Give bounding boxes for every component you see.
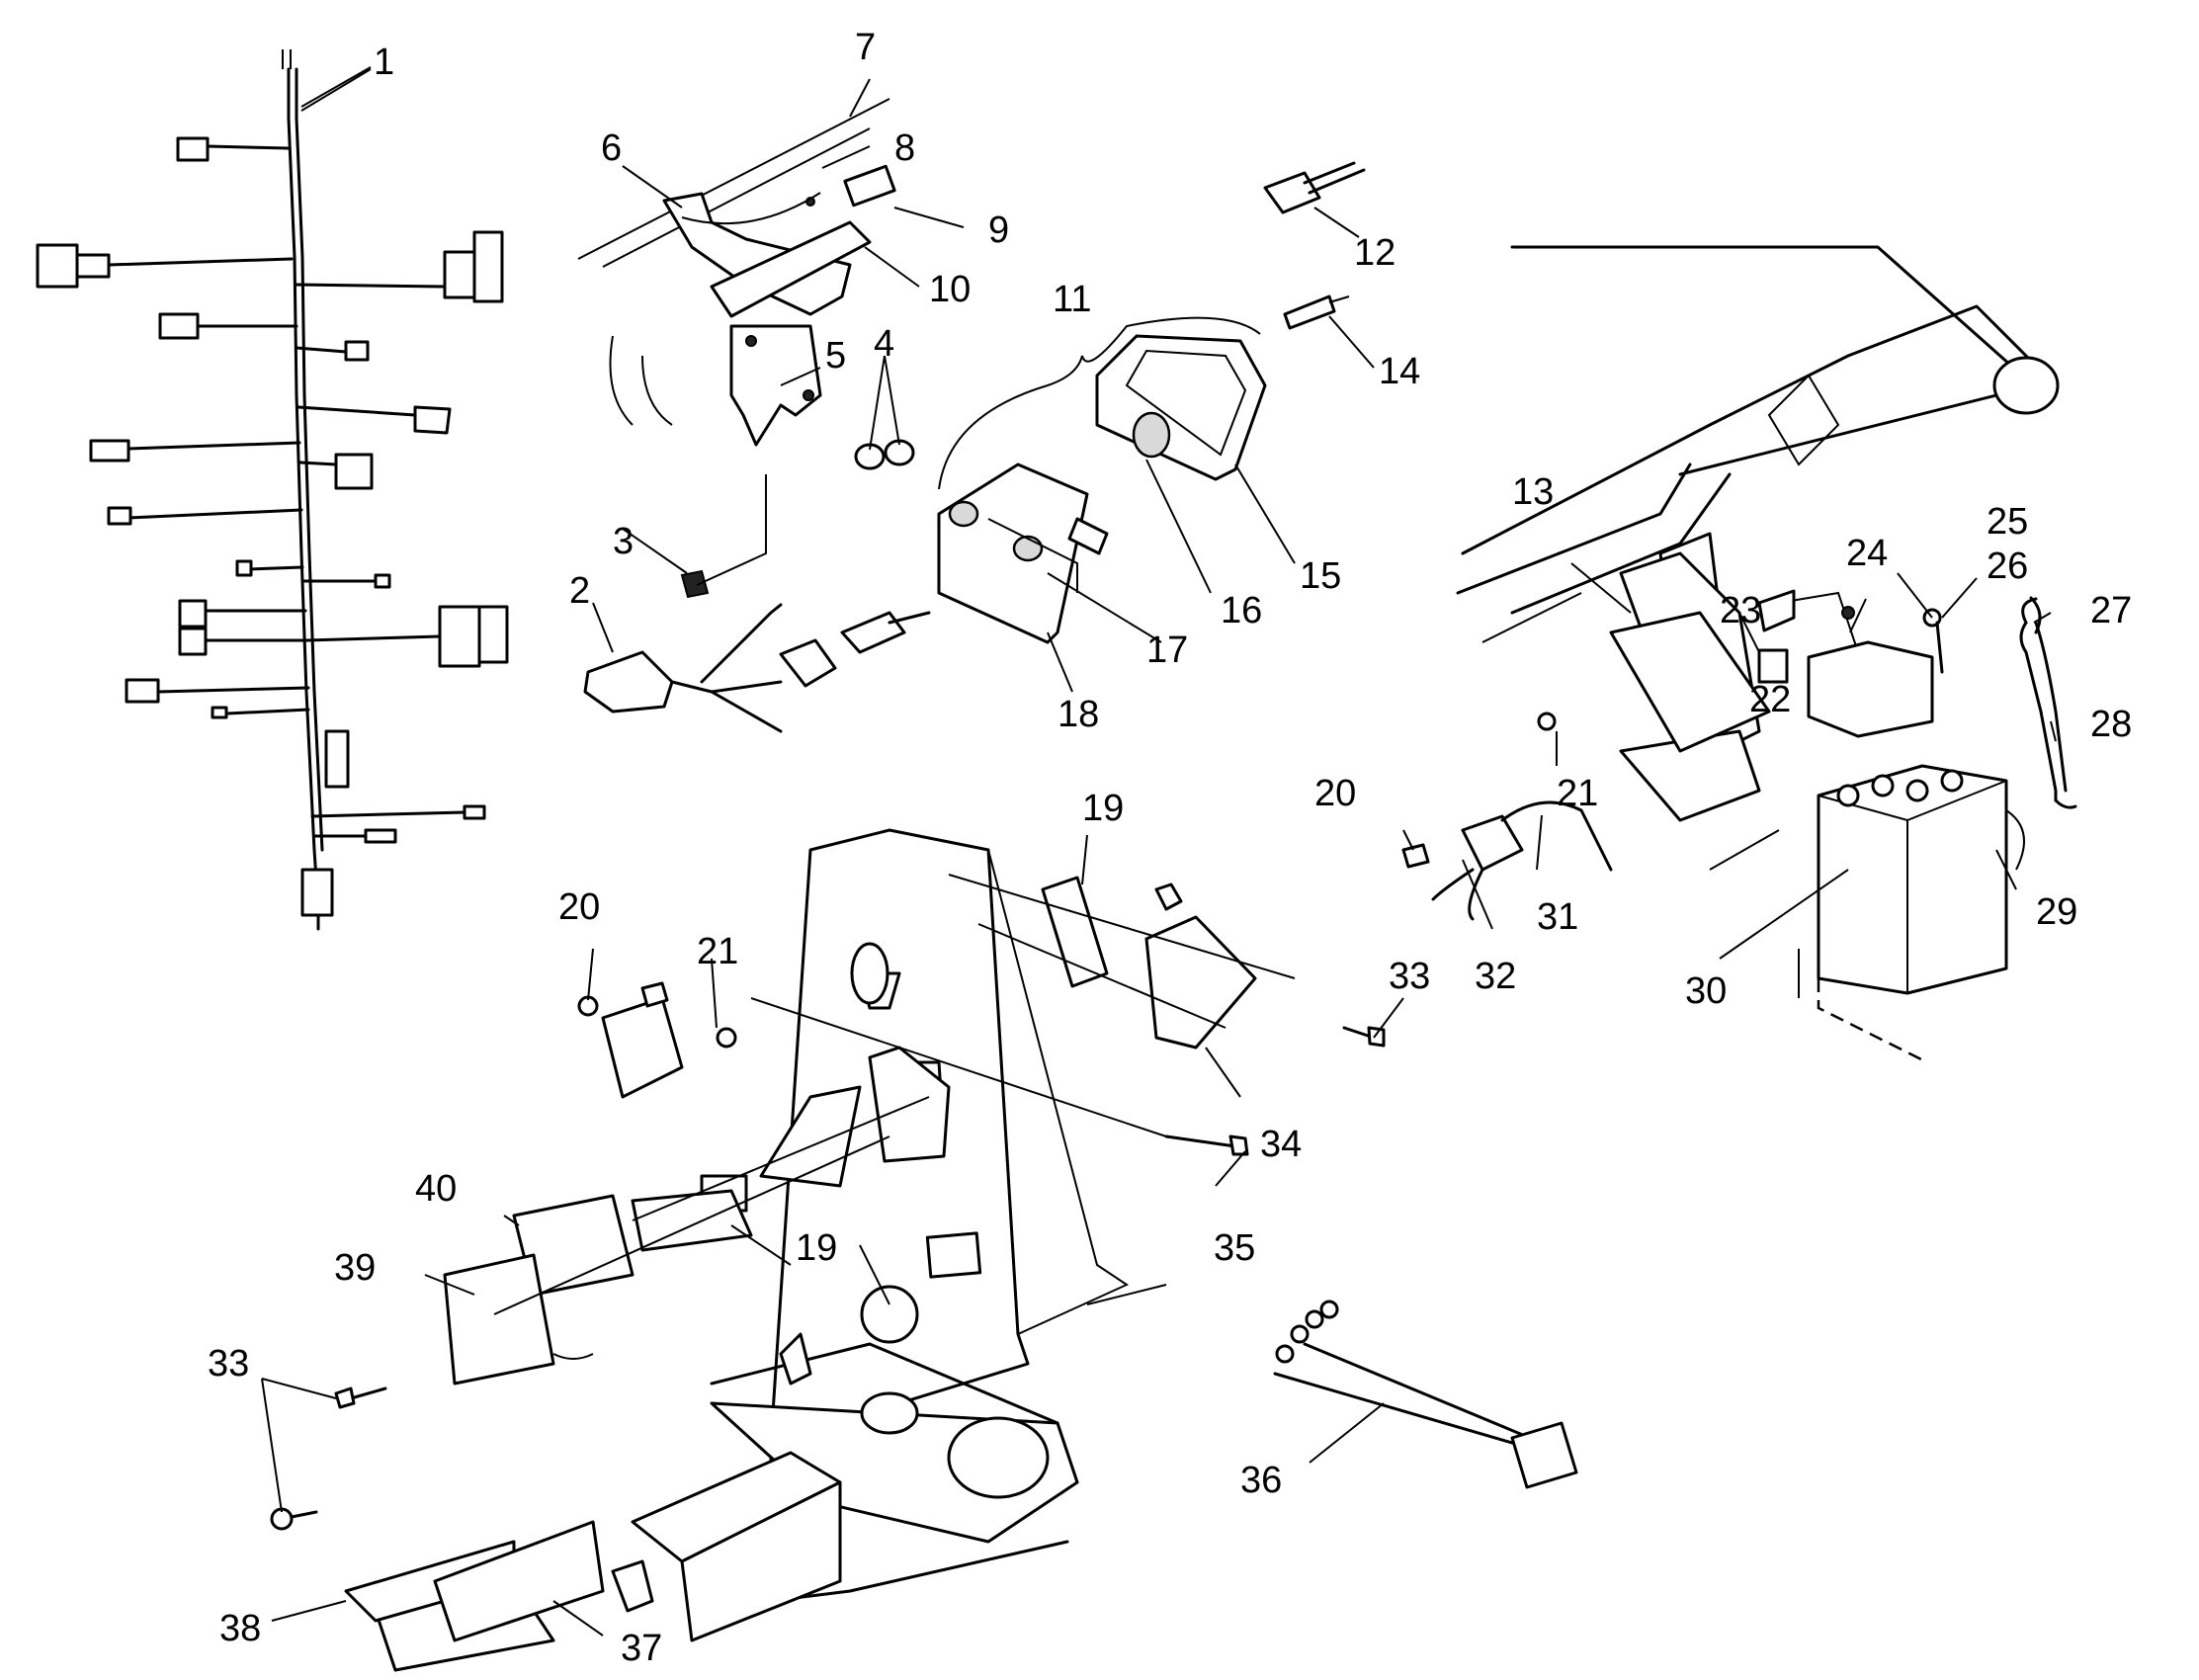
callout-2: 2: [569, 570, 590, 612]
callout-3: 3: [613, 521, 634, 562]
callout-6: 6: [601, 127, 622, 169]
callout-19b: 19: [796, 1227, 837, 1269]
battery-hardware: [1401, 596, 2042, 869]
leader-lines: [261, 66, 2057, 1637]
hardware-screws: [270, 995, 1386, 1531]
callout-9: 9: [988, 210, 1009, 251]
callout-16: 16: [1221, 590, 1262, 631]
callout-23: 23: [1720, 590, 1761, 631]
starter-solenoid: [1431, 800, 1613, 921]
callout-40: 40: [415, 1168, 457, 1210]
callout-18: 18: [1057, 694, 1099, 735]
callout-33a: 33: [1389, 956, 1430, 997]
callout-28: 28: [2090, 704, 2132, 745]
callout-36: 36: [1240, 1460, 1282, 1501]
callout-20b: 20: [558, 886, 600, 928]
callout-17: 17: [1146, 630, 1188, 671]
assembly-guide-lines: [493, 829, 1800, 1315]
callout-37: 37: [621, 1628, 662, 1669]
callout-29: 29: [2036, 891, 2077, 933]
callout-39: 39: [334, 1247, 376, 1289]
callout-27: 27: [2090, 590, 2132, 631]
battery: [1817, 764, 2025, 1064]
callout-10: 10: [929, 269, 971, 310]
connector-12: [1263, 161, 1366, 214]
callout-19a: 19: [1082, 788, 1124, 829]
callout-21a: 21: [1557, 773, 1598, 814]
callout-26: 26: [1987, 546, 2028, 587]
callout-31: 31: [1537, 896, 1578, 938]
tow-tube: [344, 1451, 842, 1672]
callout-38: 38: [219, 1608, 261, 1649]
callout-30: 30: [1685, 970, 1727, 1012]
tail-light-assembly: [937, 294, 1350, 644]
electrical-modules: [443, 876, 1257, 1386]
callout-20a: 20: [1314, 773, 1356, 814]
callout-32: 32: [1475, 956, 1516, 997]
handlebar-bracket-assembly: [577, 98, 896, 318]
callout-labels: 1 2 3 4 5 6 7 8 9 10 11 12 13 14 15 16 1…: [208, 27, 2132, 1669]
callout-21b: 21: [697, 931, 738, 972]
frame-rear: [1456, 245, 2060, 822]
wiring-harness: [36, 49, 509, 931]
callout-22: 22: [1749, 679, 1791, 720]
callout-25: 25: [1987, 501, 2028, 543]
callout-15: 15: [1300, 555, 1341, 597]
battery-cable: [2019, 597, 2077, 809]
callout-14: 14: [1379, 351, 1420, 392]
battery-box: [1609, 611, 1771, 753]
callout-7: 7: [855, 27, 876, 68]
callout-13: 13: [1512, 471, 1554, 513]
callout-34: 34: [1260, 1124, 1302, 1165]
callout-11: 11: [1053, 279, 1091, 320]
harness-strap: [1273, 1300, 1578, 1489]
callout-1: 1: [374, 42, 394, 83]
callout-5: 5: [825, 335, 846, 377]
callout-12: 12: [1354, 232, 1396, 274]
callout-24: 24: [1846, 533, 1888, 574]
callout-8: 8: [894, 127, 915, 169]
ignition-switch: [583, 603, 931, 733]
callout-33b: 33: [208, 1343, 249, 1385]
battery-cover: [1807, 640, 1934, 738]
mounting-plate: [609, 324, 915, 599]
callout-4: 4: [874, 323, 894, 365]
callout-35: 35: [1214, 1227, 1255, 1269]
